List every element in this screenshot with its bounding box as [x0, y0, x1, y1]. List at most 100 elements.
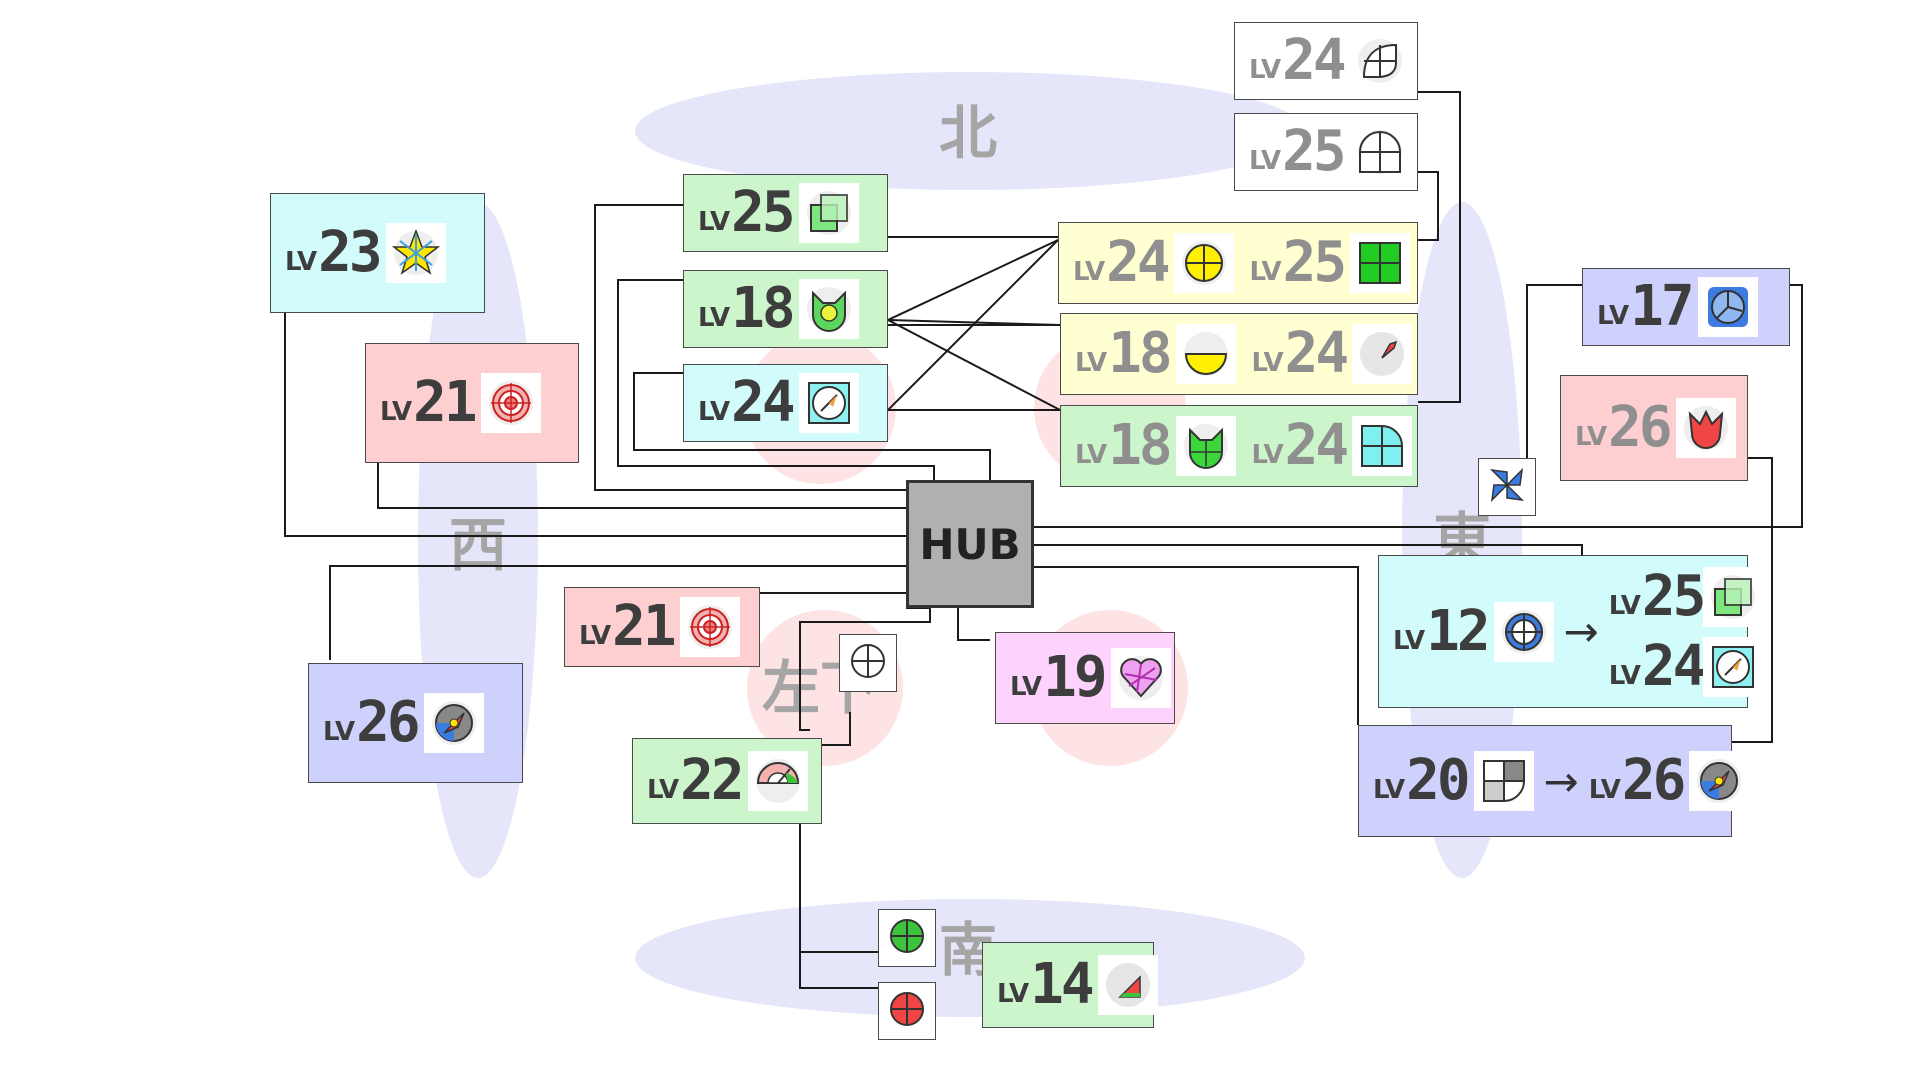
level-tag: LV 12 — [1393, 603, 1491, 660]
level-prefix: LV — [1393, 625, 1425, 656]
node-lavender-20[interactable]: LV 20 → LV 26 — [1358, 725, 1750, 837]
level-tag: LV 25 — [698, 180, 796, 245]
node-north-white-1[interactable]: LV 24 — [1234, 22, 1418, 100]
level-prefix: LV — [1249, 55, 1281, 85]
star-web-icon — [385, 223, 446, 283]
level-tag: LV 24 — [1252, 413, 1350, 478]
target-rings-icon — [480, 373, 541, 433]
wire — [1526, 284, 1582, 460]
level-prefix: LV — [1249, 146, 1281, 176]
blue-crosshair-icon — [1493, 601, 1554, 662]
yellow-crosshair-icon — [1173, 233, 1234, 293]
node-pink-21b[interactable]: LV 21 — [564, 587, 760, 667]
grey-quarter-icon — [1473, 751, 1534, 811]
level-number: 17 — [1630, 274, 1694, 339]
node-pink-21[interactable]: LV 21 — [365, 343, 579, 463]
level-tag: LV 21 — [579, 594, 677, 659]
node-pink-26[interactable]: LV 26 — [1560, 375, 1748, 481]
node-green-14[interactable]: LV 14 — [982, 942, 1158, 1028]
upgrade-options: LV 25 LV 24 — [1608, 563, 1764, 697]
level-prefix: LV — [1608, 590, 1641, 621]
level-number: 26 — [356, 690, 420, 755]
blue-pinwheel-icon — [1486, 464, 1528, 510]
blue-compass-icon — [423, 693, 484, 753]
level-tag: LV 24 — [1252, 321, 1350, 386]
level-number: 25 — [731, 180, 795, 245]
level-prefix: LV — [1075, 348, 1107, 378]
compass-square-icon — [798, 373, 859, 433]
blue-pinwheel-item[interactable] — [1478, 458, 1536, 516]
level-number: 25 — [1282, 230, 1347, 295]
leaf-quad-icon — [1349, 31, 1410, 91]
white-crosshair-item[interactable] — [839, 634, 897, 692]
circle-cross-icon — [1349, 122, 1410, 182]
level-tag: LV 25 — [1249, 230, 1348, 295]
hub-node[interactable]: HUB — [906, 480, 1034, 608]
level-number: 24 — [731, 370, 795, 435]
node-green-22[interactable]: LV 22 — [632, 738, 822, 824]
level-number: 24 — [1284, 413, 1349, 478]
level-tag: LV 18 — [1075, 326, 1173, 382]
level-prefix: LV — [1249, 257, 1282, 287]
level-number: 26 — [1621, 748, 1686, 813]
green-grid-icon — [1350, 233, 1411, 293]
wire — [1034, 566, 1359, 725]
level-tag: LV 24 — [1249, 28, 1347, 93]
node-magenta-19[interactable]: LV 19 — [995, 632, 1175, 724]
wire — [1418, 91, 1461, 403]
green-cat-face-icon — [1175, 416, 1236, 476]
wire — [329, 565, 906, 660]
node-green-25[interactable]: LV 25 — [683, 174, 888, 252]
wire — [633, 372, 991, 480]
level-number: 22 — [680, 748, 744, 813]
node-lavender-17[interactable]: LV 17 — [1582, 268, 1790, 346]
node-cyan-12[interactable]: LV 12 → LV 25 LV 24 — [1378, 555, 1764, 708]
red-crosshair-item[interactable] — [878, 982, 936, 1040]
node-green-18[interactable]: LV 18 — [683, 270, 888, 348]
node-yellow-a[interactable]: LV 24 LV 25 — [1058, 222, 1418, 304]
upgrade-arrow: → — [1563, 607, 1599, 656]
zone-label-west: 西 — [448, 511, 508, 579]
wire — [799, 607, 931, 731]
level-number: 19 — [1043, 645, 1107, 710]
wire — [594, 204, 906, 491]
pink-heart-web-icon — [1110, 648, 1171, 708]
level-prefix: LV — [579, 621, 611, 651]
level-tag: LV 18 — [1075, 413, 1173, 478]
wire — [1034, 544, 1583, 555]
level-number: 18 — [1108, 413, 1172, 478]
level-number: 25 — [1641, 563, 1706, 629]
level-tag: LV 21 — [380, 375, 478, 431]
white-crosshair-icon — [847, 640, 889, 686]
level-tag: LV 24 — [1073, 235, 1171, 291]
level-prefix: LV — [380, 397, 412, 427]
node-cyan-23[interactable]: LV 23 — [270, 193, 485, 313]
node-lavender-26[interactable]: LV 26 — [308, 663, 523, 783]
node-green-wide[interactable]: LV 18 LV 24 — [1060, 405, 1418, 487]
node-yellow-b[interactable]: LV 18 LV 24 — [1060, 313, 1418, 395]
green-cat-face-icon — [798, 279, 859, 339]
level-number: 24 — [1282, 28, 1346, 93]
level-number: 21 — [612, 594, 676, 659]
level-prefix: LV — [698, 397, 730, 427]
level-number: 24 — [1284, 321, 1349, 386]
level-tag: LV 22 — [647, 748, 745, 813]
green-crosshair-icon — [886, 915, 928, 961]
zone-east-bg — [1402, 202, 1522, 878]
green-crosshair-item[interactable] — [878, 909, 936, 967]
level-prefix: LV — [698, 303, 730, 333]
level-tag: LV 24 — [698, 370, 796, 435]
level-prefix: LV — [1010, 672, 1042, 702]
red-tulip-icon — [1675, 398, 1736, 458]
level-prefix: LV — [1575, 422, 1607, 452]
wire — [957, 608, 990, 641]
level-prefix: LV — [1073, 257, 1105, 287]
level-tag: LV 26 — [323, 690, 421, 755]
red-crosshair-icon — [886, 988, 928, 1034]
wire — [799, 820, 878, 953]
node-north-white-2[interactable]: LV 25 — [1234, 113, 1418, 191]
node-cyan-24[interactable]: LV 24 — [683, 364, 888, 442]
level-number: 18 — [731, 276, 795, 341]
level-prefix: LV — [647, 775, 679, 805]
